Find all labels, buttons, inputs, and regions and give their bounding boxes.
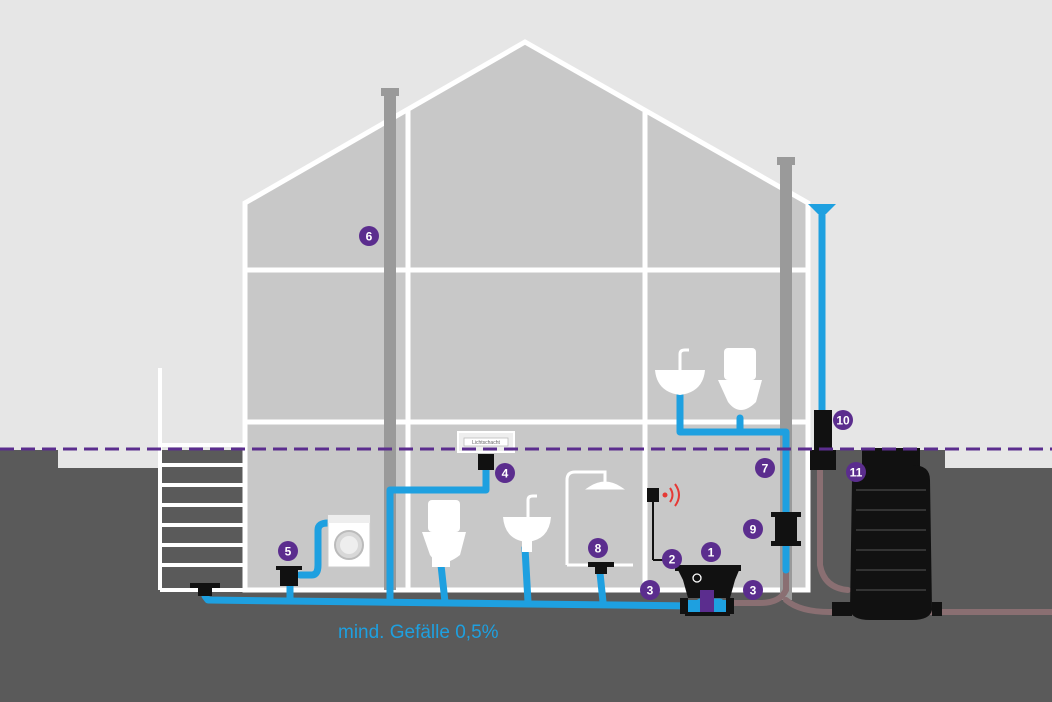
cistern-ribs	[856, 489, 926, 591]
marker-5: 5	[278, 541, 298, 561]
light-shaft-label: Lichtschacht	[472, 440, 500, 446]
floor-drain-8	[588, 562, 614, 574]
marker-1: 1	[701, 542, 721, 562]
sink-upper	[655, 348, 705, 395]
svg-text:11: 11	[850, 466, 863, 480]
sewer-pipes	[730, 467, 1052, 615]
slope-label: mind. Gefälle 0,5%	[338, 622, 499, 643]
backflow-valve-5	[276, 566, 302, 586]
sink-basement	[503, 494, 551, 552]
marker-7: 7	[755, 458, 775, 478]
house-frame	[245, 110, 808, 590]
marker-3-right: 3	[743, 580, 763, 600]
lifting-unit	[675, 565, 741, 616]
toilet-basement	[422, 500, 466, 567]
marker-8: 8	[588, 538, 608, 558]
floor-drain	[190, 583, 220, 596]
marker-3-left: 3	[640, 580, 660, 600]
marker-6: 6	[359, 226, 379, 246]
svg-text:3: 3	[647, 584, 654, 598]
svg-text:3: 3	[750, 584, 757, 598]
rainwater-valve-10	[810, 410, 836, 470]
marker-11: 11	[846, 462, 866, 482]
svg-text:2: 2	[669, 553, 676, 567]
marker-9: 9	[743, 519, 763, 539]
gutter-funnel	[808, 204, 836, 214]
marker-10: 10	[833, 410, 853, 430]
marker-4: 4	[495, 463, 515, 483]
svg-text:10: 10	[836, 414, 850, 428]
svg-text:1: 1	[708, 546, 715, 560]
svg-text:4: 4	[502, 467, 509, 481]
svg-text:5: 5	[285, 545, 292, 559]
marker-2: 2	[662, 549, 682, 569]
svg-text:7: 7	[762, 462, 769, 476]
light-shaft: Lichtschacht	[457, 431, 515, 470]
washing-machine	[327, 514, 371, 568]
svg-text:8: 8	[595, 542, 602, 556]
backflow-valve-9	[771, 512, 801, 546]
svg-text:6: 6	[366, 230, 373, 244]
cistern-tank	[832, 448, 942, 620]
svg-text:9: 9	[750, 523, 757, 537]
toilet-upper	[718, 348, 762, 410]
